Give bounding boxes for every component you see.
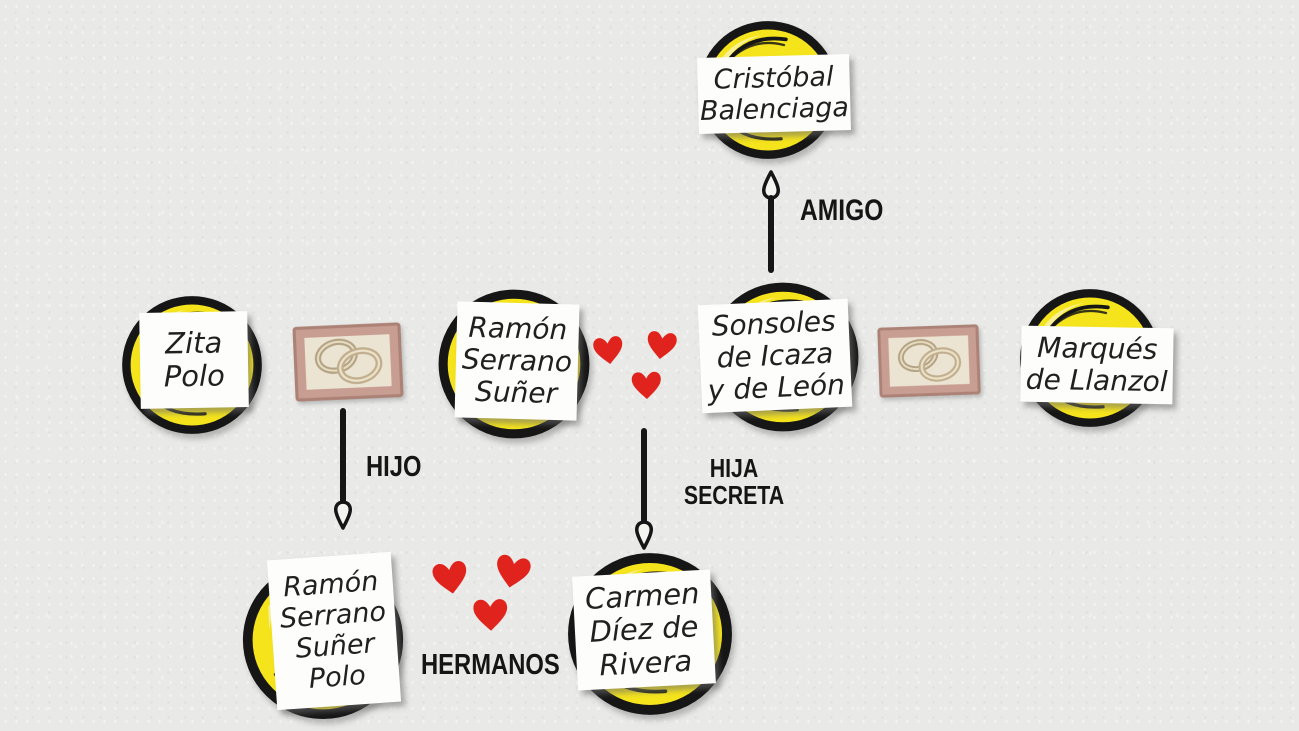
arrow-hijo-down [325,408,361,530]
name-line: Polo [163,358,226,394]
name-line: Marqués [1036,330,1158,366]
heart-icon [645,330,678,361]
name-line: Serrano [461,342,573,379]
heart-icon [631,371,662,400]
name-line: y de León [707,368,846,408]
person-label-sonsoles-de-icaza: Sonsoles de Icaza y de León [697,298,853,414]
name-line: Suñer [474,375,558,411]
person-label-ramon-serrano-suner: Ramón Serrano Suñer [454,301,580,421]
relation-label-amigo: AMIGO [800,194,884,227]
person-label-marques-de-llanzol: Marqués de Llanzol [1020,325,1174,405]
wedding-rings-icon [292,322,403,403]
name-line: Cristóbal [713,61,834,96]
relation-label-hermanos: HERMANOS [421,649,560,681]
arrow-amigo-up [753,170,789,274]
name-line: Polo [307,659,367,695]
name-line: Balenciaga [699,92,850,127]
name-line: Zita [164,325,223,361]
relation-label-secreta-line: SECRETA [683,480,785,511]
heart-icon [473,598,508,632]
heart-icon [431,559,470,597]
name-line: de Llanzol [1025,362,1168,399]
person-label-zita-polo: Zita Polo [139,311,249,409]
person-label-cristobal-balenciaga: Cristóbal Balenciaga [697,54,851,134]
relation-label-hijo: HIJO [366,451,422,483]
name-line: Rivera [598,643,693,683]
relation-label-hija-line: HIJA [709,453,759,483]
name-line: Ramón [468,310,568,347]
relation-label-hija-secreta: HIJA SECRETA [677,453,792,511]
person-label-ramon-serrano-suner-polo: Ramón Serrano Suñer Polo [266,551,402,711]
heart-icon [492,553,533,591]
heart-icon [592,335,625,366]
arrow-hija-secreta-down [626,428,662,550]
person-label-carmen-diez-de-rivera: Carmen Díez de Rivera [572,569,716,691]
wedding-rings-icon [875,324,983,398]
